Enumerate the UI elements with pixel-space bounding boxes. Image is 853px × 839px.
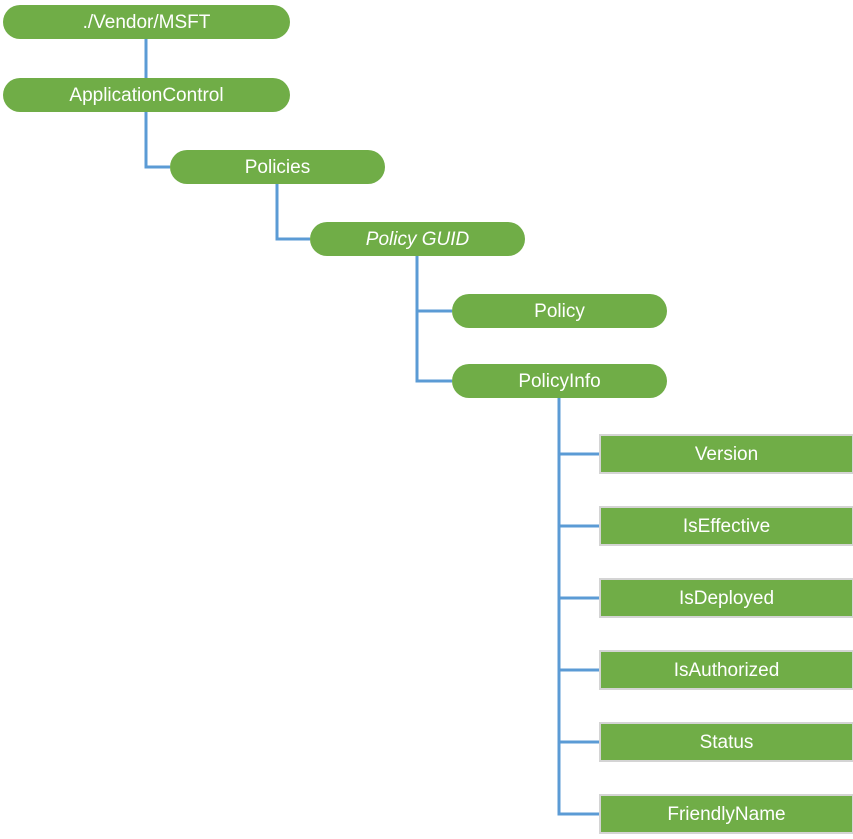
node-shape-policy-info[interactable]	[452, 364, 667, 398]
node-label-status: Status	[700, 732, 754, 753]
node-shape-policies[interactable]	[170, 150, 385, 184]
node-shape-is-deployed[interactable]	[599, 578, 853, 618]
nodes-layer: ./Vendor/MSFT ApplicationControlPoliciesP…	[3, 5, 853, 834]
node-label-application-control: ApplicationControl	[69, 85, 223, 106]
node-label-policy-info: PolicyInfo	[518, 371, 600, 392]
connectors-layer	[144, 39, 600, 816]
node-shape-application-control[interactable]	[3, 78, 290, 112]
connector-policy-guid-to-policy-info	[415, 256, 452, 383]
node-shape-friendly-name[interactable]	[599, 794, 853, 834]
tree-node-friendly-name[interactable]: FriendlyName	[599, 794, 853, 834]
node-shape-is-effective[interactable]	[599, 506, 853, 546]
tree-node-policy-guid[interactable]: Policy GUID	[310, 222, 525, 256]
connector-policy-info-to-is-effective	[557, 398, 600, 528]
node-shape-policy[interactable]	[452, 294, 667, 328]
tree-node-policy[interactable]: Policy	[452, 294, 667, 328]
tree-node-policies[interactable]: Policies	[170, 150, 385, 184]
connector-policy-info-to-version	[557, 398, 600, 456]
connector-policy-info-to-is-authorized	[557, 398, 600, 672]
node-shape-is-authorized[interactable]	[599, 650, 853, 690]
tree-node-vendor-msft[interactable]: ./Vendor/MSFT	[3, 5, 290, 39]
connector-policy-info-to-status	[557, 398, 600, 744]
tree-node-is-effective[interactable]: IsEffective	[599, 506, 853, 546]
node-label-is-authorized: IsAuthorized	[674, 660, 780, 681]
node-label-friendly-name: FriendlyName	[667, 804, 785, 825]
tree-node-is-authorized[interactable]: IsAuthorized	[599, 650, 853, 690]
connector-policy-guid-to-policy	[415, 256, 452, 313]
connector-policies-to-policy-guid	[275, 184, 310, 241]
node-label-vendor-msft: ./Vendor/MSFT	[83, 12, 211, 33]
connector-policy-info-to-is-deployed	[557, 398, 600, 600]
node-label-is-deployed: IsDeployed	[679, 588, 774, 609]
node-shape-vendor-msft[interactable]	[3, 5, 290, 39]
node-label-policy-guid: Policy GUID	[366, 229, 470, 250]
tree-node-policy-info[interactable]: PolicyInfo	[452, 364, 667, 398]
node-shape-status[interactable]	[599, 722, 853, 762]
connector-policy-info-to-friendly-name	[557, 398, 600, 816]
tree-node-application-control[interactable]: ApplicationControl	[3, 78, 290, 112]
node-label-policies: Policies	[245, 157, 310, 178]
connector-application-control-to-policies	[144, 112, 170, 169]
node-label-policy: Policy	[534, 301, 585, 322]
tree-node-is-deployed[interactable]: IsDeployed	[599, 578, 853, 618]
node-shape-version[interactable]	[599, 434, 853, 474]
node-label-version: Version	[695, 444, 758, 465]
tree-node-status[interactable]: Status	[599, 722, 853, 762]
tree-node-version[interactable]: Version	[599, 434, 853, 474]
node-label-is-effective: IsEffective	[683, 516, 770, 537]
node-shape-policy-guid[interactable]	[310, 222, 525, 256]
